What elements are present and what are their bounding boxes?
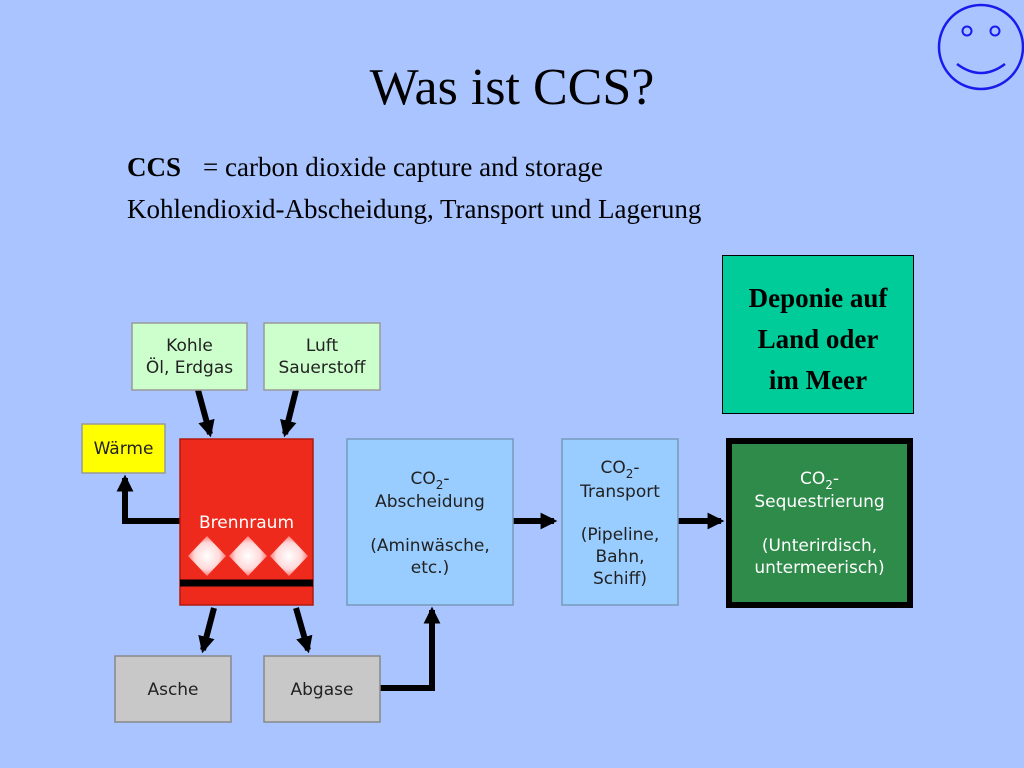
definition-german: Kohlendioxid-Abscheidung, Transport und …	[127, 194, 702, 224]
fuel-line-1: Kohle	[166, 336, 213, 356]
arrow-combustion-to-heat	[116, 474, 180, 524]
capture-co2-label: CO2-	[410, 469, 449, 492]
arrow-combustion-to-ash	[198, 607, 217, 654]
transport-line-4: Bahn,	[595, 547, 644, 567]
flow-arrows	[116, 389, 725, 691]
capture-line-3: (Aminwäsche,	[370, 536, 489, 556]
callout-line-3: im Meer	[768, 365, 868, 395]
heat-label: Wärme	[94, 439, 154, 459]
combustion-chamber: Brennraum	[179, 438, 314, 606]
ash-label: Asche	[147, 680, 198, 700]
definition-line-english: CCS = carbon dioxide capture and storage	[127, 152, 603, 183]
flame-diamonds-icon	[188, 536, 308, 576]
arrow-air-to-combustion	[280, 389, 299, 438]
transport-line-3: (Pipeline,	[581, 525, 660, 545]
sequestration-line-2: Sequestrierung	[754, 492, 884, 512]
capture-line-2: Abscheidung	[375, 492, 485, 512]
transport-box: CO2- Transport (Pipeline, Bahn, Schiff)	[561, 438, 679, 606]
air-line-2: Sauerstoff	[278, 358, 366, 378]
capture-line-4: etc.)	[411, 558, 450, 578]
flue-gas-box: Abgase	[263, 655, 381, 723]
transport-co2-label: CO2-	[600, 458, 639, 481]
smiley-face-icon	[937, 3, 1024, 91]
ash-box: Asche	[114, 655, 232, 723]
page-title: Was ist CCS?	[369, 59, 655, 116]
callout-line-1: Deponie auf	[748, 283, 888, 313]
heat-box: Wärme	[81, 423, 166, 474]
air-box: Luft Sauerstoff	[263, 322, 381, 391]
sequestration-line-3: (Unterirdisch,	[762, 536, 877, 556]
combustion-label: Brennraum	[199, 513, 294, 533]
sequestration-line-4: untermeerisch)	[754, 558, 884, 578]
flue-gas-label: Abgase	[291, 680, 354, 700]
transport-line-2: Transport	[579, 482, 660, 502]
definition-abbreviation: CCS	[127, 152, 182, 182]
transport-line-5: Schiff)	[593, 569, 647, 589]
capture-box: CO2- Abscheidung (Aminwäsche, etc.)	[346, 438, 514, 606]
air-line-1: Luft	[306, 336, 339, 356]
definition-english: = carbon dioxide capture and storage	[203, 152, 603, 182]
arrow-fuel-to-combustion	[195, 389, 215, 438]
deponie-callout: Deponie auf Land oder im Meer	[722, 255, 914, 414]
fuel-line-2: Öl, Erdgas	[146, 356, 233, 378]
callout-line-2: Land oder	[757, 324, 879, 354]
arrow-flue-gas-to-capture	[380, 606, 441, 691]
arrow-combustion-to-flue-gas	[293, 607, 313, 654]
fuel-box: Kohle Öl, Erdgas	[131, 322, 248, 391]
sequestration-box: CO2- Sequestrierung (Unterirdisch, unter…	[726, 438, 913, 608]
sequestration-co2-label: CO2-	[800, 469, 839, 492]
